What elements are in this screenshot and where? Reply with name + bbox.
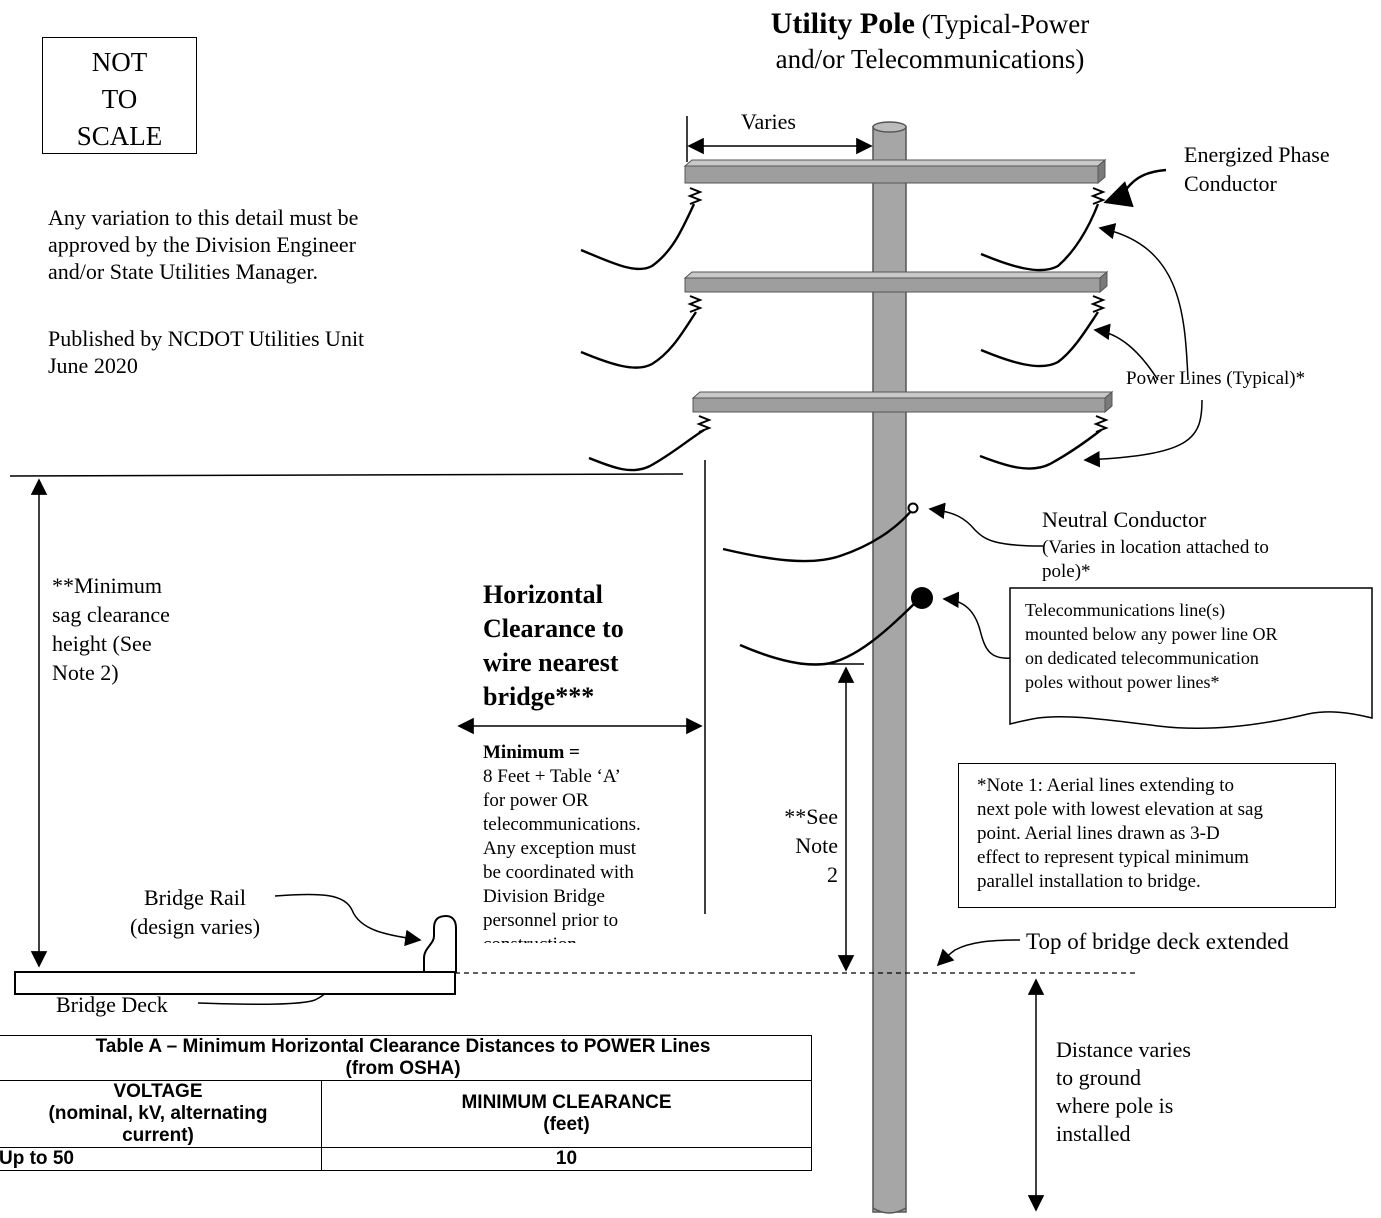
telecom-note-frame: [1009, 587, 1373, 730]
telecom-note-line: Telecommunications line(s): [1025, 600, 1226, 620]
varies-label: Varies: [741, 109, 796, 134]
diagram-title: Utility Pole (Typical-Power and/or Telec…: [700, 6, 1160, 77]
table-a: Table A – Minimum Horizontal Clearance D…: [0, 1035, 812, 1171]
min-sag-label: **Minimum sag clearance height (See Note…: [52, 571, 170, 687]
hc-body-line: Any exception must: [483, 838, 637, 859]
distance-varies-line: Distance varies: [1056, 1037, 1191, 1062]
horizontal-clearance-body: Minimum = 8 Feet + Table ‘A’ for power O…: [483, 741, 705, 943]
variation-note-line: and/or State Utilities Manager.: [48, 259, 319, 284]
bridge-rail-line: (design varies): [129, 914, 261, 939]
hc-body-line: be coordinated with: [483, 862, 634, 883]
horizontal-clearance-title: Horizontal Clearance to wire nearest bri…: [483, 578, 693, 714]
hc-title-line: Clearance to: [483, 614, 624, 643]
distance-varies-line: to ground: [1056, 1065, 1141, 1090]
header-line: (feet): [543, 1114, 590, 1135]
header-line: MINIMUM CLEARANCE: [461, 1092, 672, 1113]
not-to-scale-line-1: NOT: [91, 47, 148, 77]
distance-varies-line: installed: [1056, 1121, 1131, 1146]
neutral-note-line: (Varies in location attached to: [1042, 537, 1269, 558]
hc-body-line: Division Bridge: [483, 886, 605, 907]
see-note-line: **See: [784, 804, 838, 829]
header-line: VOLTAGE: [113, 1081, 203, 1102]
power-lines: [580, 203, 1102, 666]
note-1-box: *Note 1: Aerial lines extending to next …: [958, 763, 1336, 908]
min-sag-line: height (See: [52, 631, 152, 656]
not-to-scale-box: NOT TO SCALE: [42, 37, 197, 154]
hc-body-line: for power OR: [483, 790, 589, 811]
min-sag-line: sag clearance: [52, 602, 170, 627]
title-line-2: and/or Telecommunications): [775, 44, 1085, 74]
utility-pole: [872, 121, 907, 1214]
distance-varies-label: Distance varies to ground where pole is …: [1056, 1036, 1191, 1148]
table-a-header-clearance: MINIMUM CLEARANCE (feet): [321, 1080, 812, 1148]
not-to-scale-line-3: SCALE: [76, 121, 163, 151]
table-cell-clearance: 10: [321, 1147, 812, 1171]
hc-title-line: Horizontal: [483, 580, 603, 609]
note-1-line: parallel installation to bridge.: [977, 871, 1201, 892]
min-sag-line: Note 2): [52, 660, 119, 685]
published-line: Published by NCDOT Utilities Unit: [48, 326, 365, 351]
neutral-note-line: pole)*: [1042, 561, 1091, 582]
note-1-line: *Note 1: Aerial lines extending to: [977, 775, 1234, 796]
energized-phase-line: Energized Phase: [1184, 142, 1330, 167]
header-line: (nominal, kV, alternating: [48, 1103, 268, 1124]
telecom-note-line: on dedicated telecommunication: [1025, 648, 1259, 668]
hc-title-line: bridge***: [483, 682, 595, 711]
telecom-note-line: poles without power lines*: [1025, 672, 1220, 692]
bridge-rail-label: Bridge Rail (design varies): [100, 883, 290, 941]
neutral-conductor-note: (Varies in location attached to pole)*: [1042, 536, 1269, 584]
see-note-line: Note: [795, 833, 838, 858]
see-note-2-label: **See Note 2: [776, 802, 838, 889]
hc-body-line: telecommunications.: [483, 814, 641, 835]
table-cell-voltage: Up to 50: [0, 1147, 322, 1171]
note-1-line: point. Aerial lines drawn as 3-D: [977, 823, 1220, 844]
see-note-line: 2: [827, 862, 838, 887]
variation-note-line: approved by the Division Engineer: [48, 232, 356, 257]
telecom-attachment-icon: [911, 587, 933, 609]
bridge-rail: [423, 914, 457, 973]
distance-varies-line: where pole is: [1056, 1093, 1174, 1118]
table-a-header-voltage: VOLTAGE (nominal, kV, alternating curren…: [0, 1080, 322, 1148]
neutral-attachment-icon: [907, 502, 919, 514]
table-a-title-line: Table A – Minimum Horizontal Clearance D…: [95, 1036, 711, 1057]
note-1-line: effect to represent typical minimum: [977, 847, 1249, 868]
bridge-rail-line: Bridge Rail: [143, 885, 247, 910]
power-lines-label: Power Lines (Typical)*: [1126, 368, 1306, 389]
hc-body-line: personnel prior to: [483, 910, 619, 931]
variation-note-line: Any variation to this detail must be: [48, 205, 359, 230]
variation-note: Any variation to this detail must be app…: [48, 204, 358, 285]
telecom-note-line: mounted below any power line OR: [1025, 624, 1278, 644]
insulators: [687, 187, 1109, 433]
not-to-scale-line-2: TO: [101, 84, 138, 114]
header-line: current): [122, 1125, 194, 1146]
table-row: Up to 50 10: [0, 1147, 812, 1171]
bridge-deck: [14, 971, 456, 995]
energized-phase-label: Energized Phase Conductor: [1184, 140, 1330, 198]
energized-phase-line: Conductor: [1184, 171, 1277, 196]
title-rest: (Typical-Power: [914, 9, 1090, 39]
note-1-line: next pole with lowest elevation at sag: [977, 799, 1263, 820]
published-line: June 2020: [48, 353, 138, 378]
crossarm-middle: [683, 270, 1109, 294]
min-sag-line: **Minimum: [52, 573, 163, 598]
table-a-title: Table A – Minimum Horizontal Clearance D…: [0, 1035, 812, 1081]
crossarm-bottom: [691, 390, 1114, 414]
hc-body-line: 8 Feet + Table ‘A’: [483, 766, 621, 787]
crossarm-top: [683, 158, 1107, 185]
hc-title-line: wire nearest: [483, 648, 619, 677]
bridge-deck-label: Bridge Deck: [56, 992, 168, 1017]
table-a-title-line: (from OSHA): [345, 1058, 461, 1079]
published-note: Published by NCDOT Utilities Unit June 2…: [48, 325, 364, 379]
hc-body-line: construction.: [483, 933, 705, 943]
telecom-note: Telecommunications line(s) mounted below…: [1015, 590, 1375, 702]
title-bold: Utility Pole: [770, 7, 915, 40]
neutral-conductor-label: Neutral Conductor: [1042, 507, 1207, 532]
top-of-deck-label: Top of bridge deck extended: [1026, 929, 1289, 954]
hc-minimum-label: Minimum =: [483, 742, 580, 763]
